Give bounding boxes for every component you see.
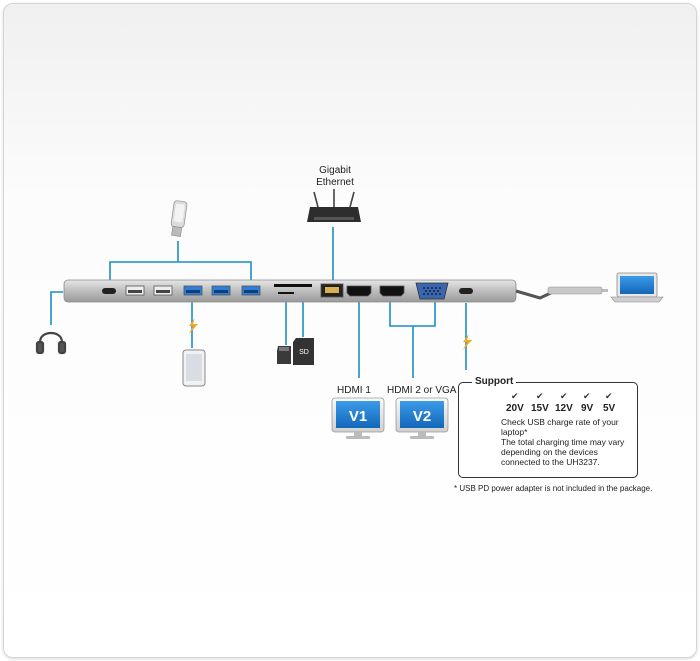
check-icon: ✔ <box>560 391 568 401</box>
voltage-5v: 5V <box>603 403 616 414</box>
usb-c-port <box>102 288 116 294</box>
monitor-icon: V1 <box>331 397 385 439</box>
microsd-slot <box>278 292 294 294</box>
check-icon: ✔ <box>605 391 613 401</box>
diagram-frame <box>3 3 697 658</box>
docking-hub <box>63 279 517 303</box>
sd-card-label: SD <box>299 349 309 356</box>
smartphone-icon <box>182 349 206 387</box>
sd-card-slot <box>274 284 312 287</box>
monitor-icon: V2 <box>395 397 449 439</box>
hdmi-port <box>346 285 372 297</box>
charging-time-note: The total charging time may vary dependi… <box>501 437 625 467</box>
connection-lines <box>50 227 467 378</box>
hdmi-port <box>379 285 405 297</box>
headphones-icon <box>35 331 67 355</box>
usb-bracket-line <box>109 261 252 284</box>
hdmi2-vga-line <box>389 300 436 378</box>
laptop-cable <box>515 286 608 300</box>
micro-sd-icon <box>277 346 291 364</box>
lightning-icon <box>189 318 198 334</box>
v2-label: V2 <box>413 408 431 425</box>
hdmi1-label: HDMI 1 <box>337 385 371 396</box>
vga-port <box>415 282 449 300</box>
voltage-12v: 12V <box>555 403 573 414</box>
headphone-line <box>50 291 63 325</box>
usb-flash-drive-icon <box>170 200 188 237</box>
sd-card-icon: SD <box>293 338 314 365</box>
voltage-15v: 15V <box>531 403 549 414</box>
usb-c-power-port <box>459 288 473 294</box>
charge-rate-note: Check USB charge rate of your laptop* <box>501 417 619 437</box>
ethernet-label: Ethernet <box>316 177 354 188</box>
laptop-icon <box>610 272 664 303</box>
check-icon: ✔ <box>583 391 591 401</box>
support-title: Support <box>472 376 517 387</box>
voltage-9v: 9V <box>581 403 594 414</box>
hdmi2-vga-label: HDMI 2 or VGA <box>387 385 457 396</box>
check-icon: ✔ <box>536 391 544 401</box>
lightning-icon <box>463 334 472 350</box>
gigabit-label: Gigabit <box>319 165 351 176</box>
support-description: Check USB charge rate of your laptop* Th… <box>501 417 636 467</box>
check-icon: ✔ <box>511 391 519 401</box>
voltage-20v: 20V <box>506 403 524 414</box>
support-box <box>458 382 638 478</box>
footnote: * USB PD power adapter is not included i… <box>454 484 653 493</box>
router-icon <box>307 189 361 222</box>
v1-label: V1 <box>349 408 367 425</box>
